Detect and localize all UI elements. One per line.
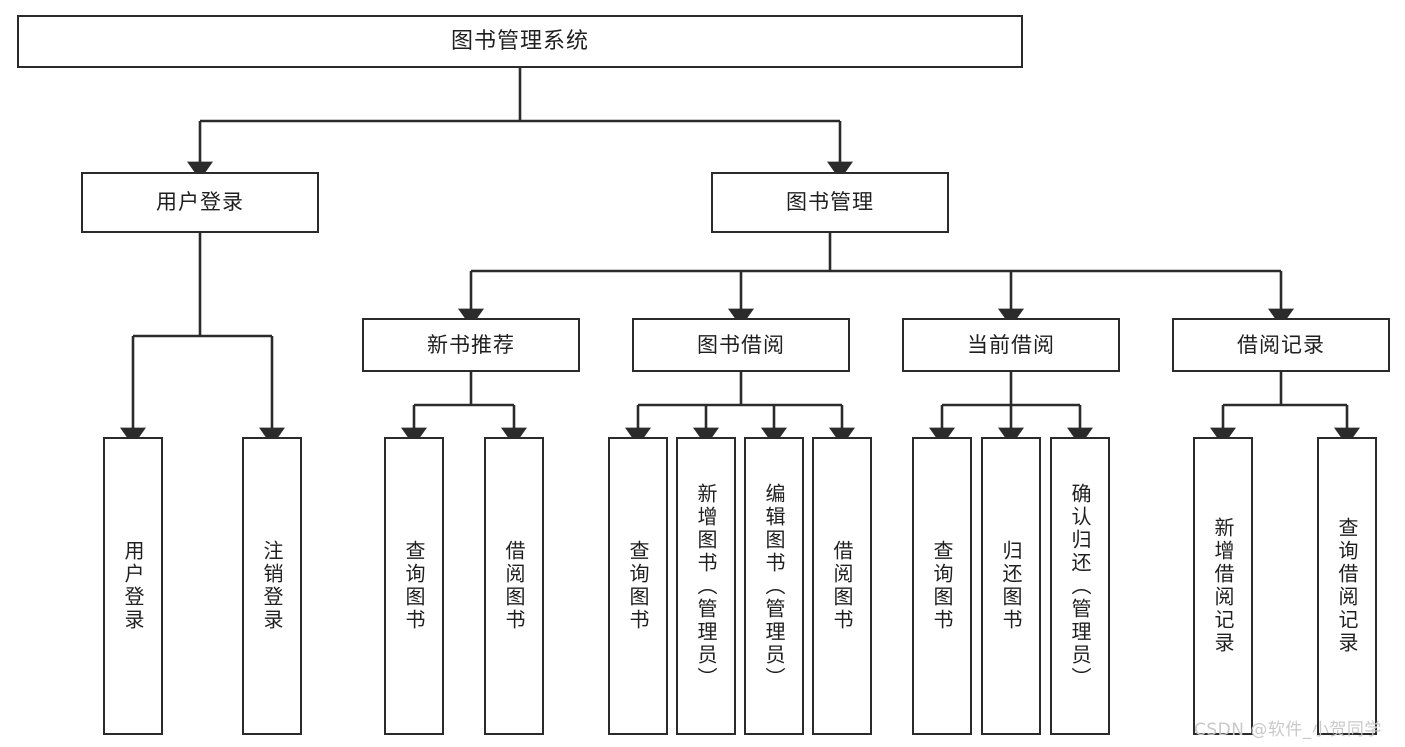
- node-root-book-management-system[interactable]: 图书管理系统: [17, 15, 1023, 68]
- node-book-management[interactable]: 图书管理: [711, 172, 949, 233]
- node-label: 编辑图书（管理员）: [762, 482, 786, 690]
- node-label: 图书管理: [786, 190, 874, 215]
- leaf-user-login-logout[interactable]: 注销登录: [242, 437, 302, 735]
- node-label: 注销登录: [260, 540, 284, 632]
- leaf-user-login-login[interactable]: 用户登录: [103, 437, 163, 735]
- node-label: 确认归还（管理员）: [1068, 482, 1092, 690]
- node-label: 查询图书: [626, 540, 650, 632]
- node-label: 新增借阅记录: [1211, 517, 1235, 655]
- leaf-book-borrow-add-book-admin[interactable]: 新增图书（管理员）: [676, 437, 736, 735]
- leaf-current-borrow-query-book[interactable]: 查询图书: [912, 437, 972, 735]
- node-label: 用户登录: [156, 190, 244, 215]
- node-label: 图书借阅: [697, 332, 785, 357]
- node-label: 当前借阅: [967, 332, 1055, 357]
- node-label: 查询借阅记录: [1335, 517, 1359, 655]
- leaf-book-borrow-query-book[interactable]: 查询图书: [608, 437, 668, 735]
- node-label: 借阅图书: [502, 540, 526, 632]
- node-label: 查询图书: [402, 540, 426, 632]
- node-label: 新增图书（管理员）: [694, 482, 718, 690]
- leaf-new-book-query-book[interactable]: 查询图书: [384, 437, 444, 735]
- node-label: 新书推荐: [427, 332, 515, 357]
- node-book-borrow[interactable]: 图书借阅: [632, 318, 850, 372]
- leaf-book-borrow-edit-book-admin[interactable]: 编辑图书（管理员）: [744, 437, 804, 735]
- leaf-borrow-record-query-record[interactable]: 查询借阅记录: [1317, 437, 1377, 735]
- node-label: 借阅图书: [830, 540, 854, 632]
- node-label: 查询图书: [930, 540, 954, 632]
- leaf-borrow-record-add-record[interactable]: 新增借阅记录: [1193, 437, 1253, 735]
- leaf-current-borrow-confirm-return-admin[interactable]: 确认归还（管理员）: [1050, 437, 1110, 735]
- node-user-login[interactable]: 用户登录: [81, 172, 319, 233]
- leaf-current-borrow-return-book[interactable]: 归还图书: [981, 437, 1041, 735]
- leaf-new-book-borrow-book[interactable]: 借阅图书: [484, 437, 544, 735]
- node-borrow-record[interactable]: 借阅记录: [1172, 318, 1390, 372]
- csdn-watermark: CSDN @软件_小贺同学: [1194, 720, 1382, 740]
- node-label: 用户登录: [121, 540, 145, 632]
- node-label: 归还图书: [999, 540, 1023, 632]
- node-new-book-recommend[interactable]: 新书推荐: [362, 318, 580, 372]
- leaf-book-borrow-borrow-book[interactable]: 借阅图书: [812, 437, 872, 735]
- node-current-borrow[interactable]: 当前借阅: [902, 318, 1120, 372]
- node-label: 借阅记录: [1237, 332, 1325, 357]
- node-label: 图书管理系统: [450, 28, 589, 54]
